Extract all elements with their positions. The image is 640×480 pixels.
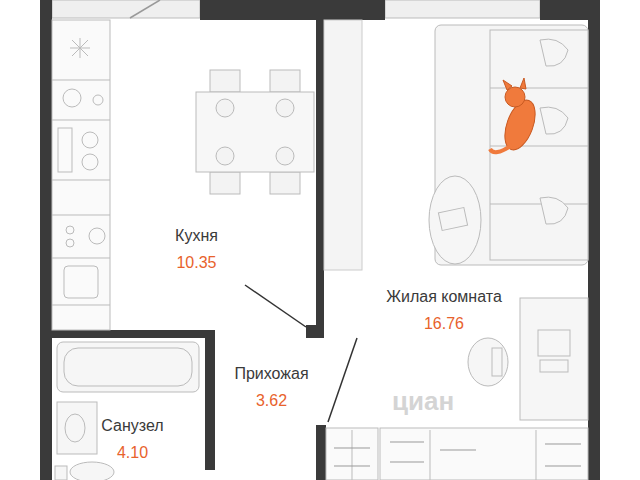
room-area: 3.62: [230, 390, 313, 412]
room-label: Жилая комната 16.76: [382, 285, 506, 337]
room-label: Кухня 10.35: [171, 224, 222, 276]
room-name: Кухня: [171, 226, 222, 246]
room-area: 4.10: [97, 442, 168, 464]
watermark: циан: [392, 386, 454, 417]
room-label: Прихожая 3.62: [230, 362, 313, 414]
room-name: Прихожая: [230, 364, 313, 384]
room-label: Санузел 4.10: [97, 414, 168, 466]
room-name: Санузел: [97, 416, 168, 436]
room-area: 10.35: [171, 252, 222, 274]
room-area: 16.76: [382, 313, 506, 335]
room-name: Жилая комната: [382, 287, 506, 307]
